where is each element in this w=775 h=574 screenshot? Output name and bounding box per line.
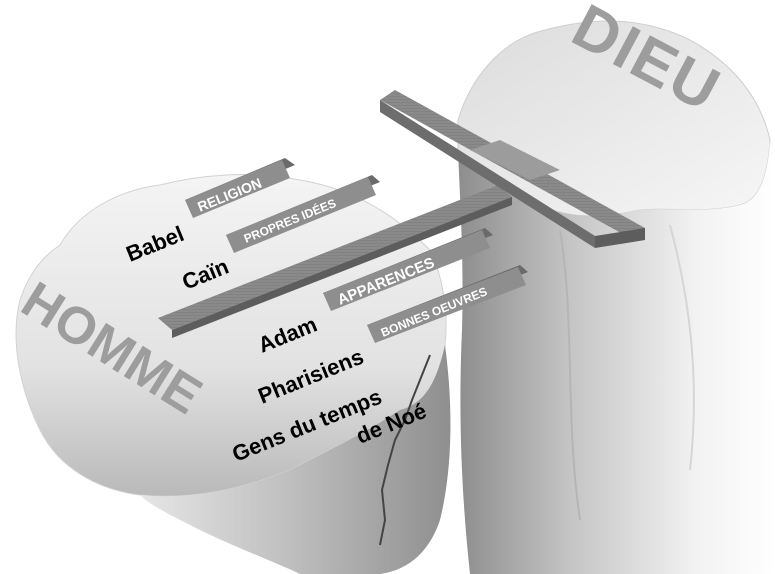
god-cliff xyxy=(458,21,775,574)
